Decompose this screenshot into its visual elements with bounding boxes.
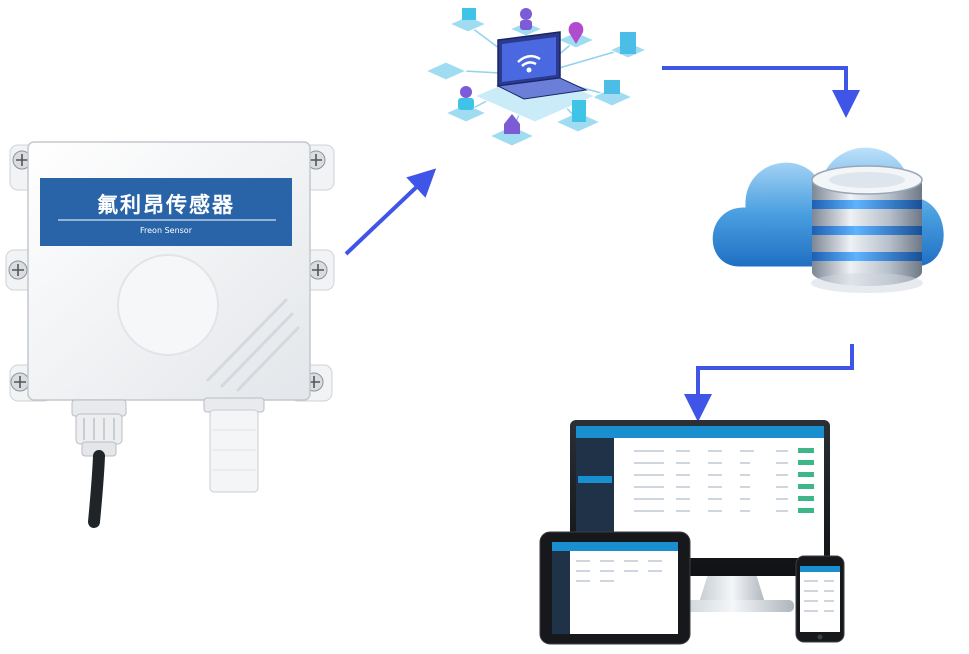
database-icon (811, 165, 923, 293)
sensor-title-cn: 氟利昂传感器 (97, 193, 235, 217)
arrow-network-to-cloud (662, 66, 860, 118)
laptop-wifi-icon (496, 31, 588, 100)
freon-sensor: 氟利昂传感器 Freon Sensor (5, 141, 335, 528)
flow-arrows (344, 66, 860, 422)
sensor-window (117, 254, 219, 356)
sensor-label (40, 178, 292, 246)
sensor-title-en: Freon Sensor (140, 226, 193, 235)
arrow-cloud-to-devices (684, 344, 854, 422)
sensor-probe (203, 397, 265, 493)
phone-icon (795, 555, 845, 643)
iot-network-icon (424, 8, 648, 147)
vent-grooves (206, 298, 300, 392)
sensor-cable (88, 450, 105, 528)
tablet-icon (539, 531, 691, 645)
cable-gland (71, 399, 127, 528)
client-devices (539, 420, 845, 645)
cloud-database-icon (709, 144, 947, 293)
monitor-icon (570, 420, 830, 612)
arrow-sensor-to-network (344, 168, 437, 256)
